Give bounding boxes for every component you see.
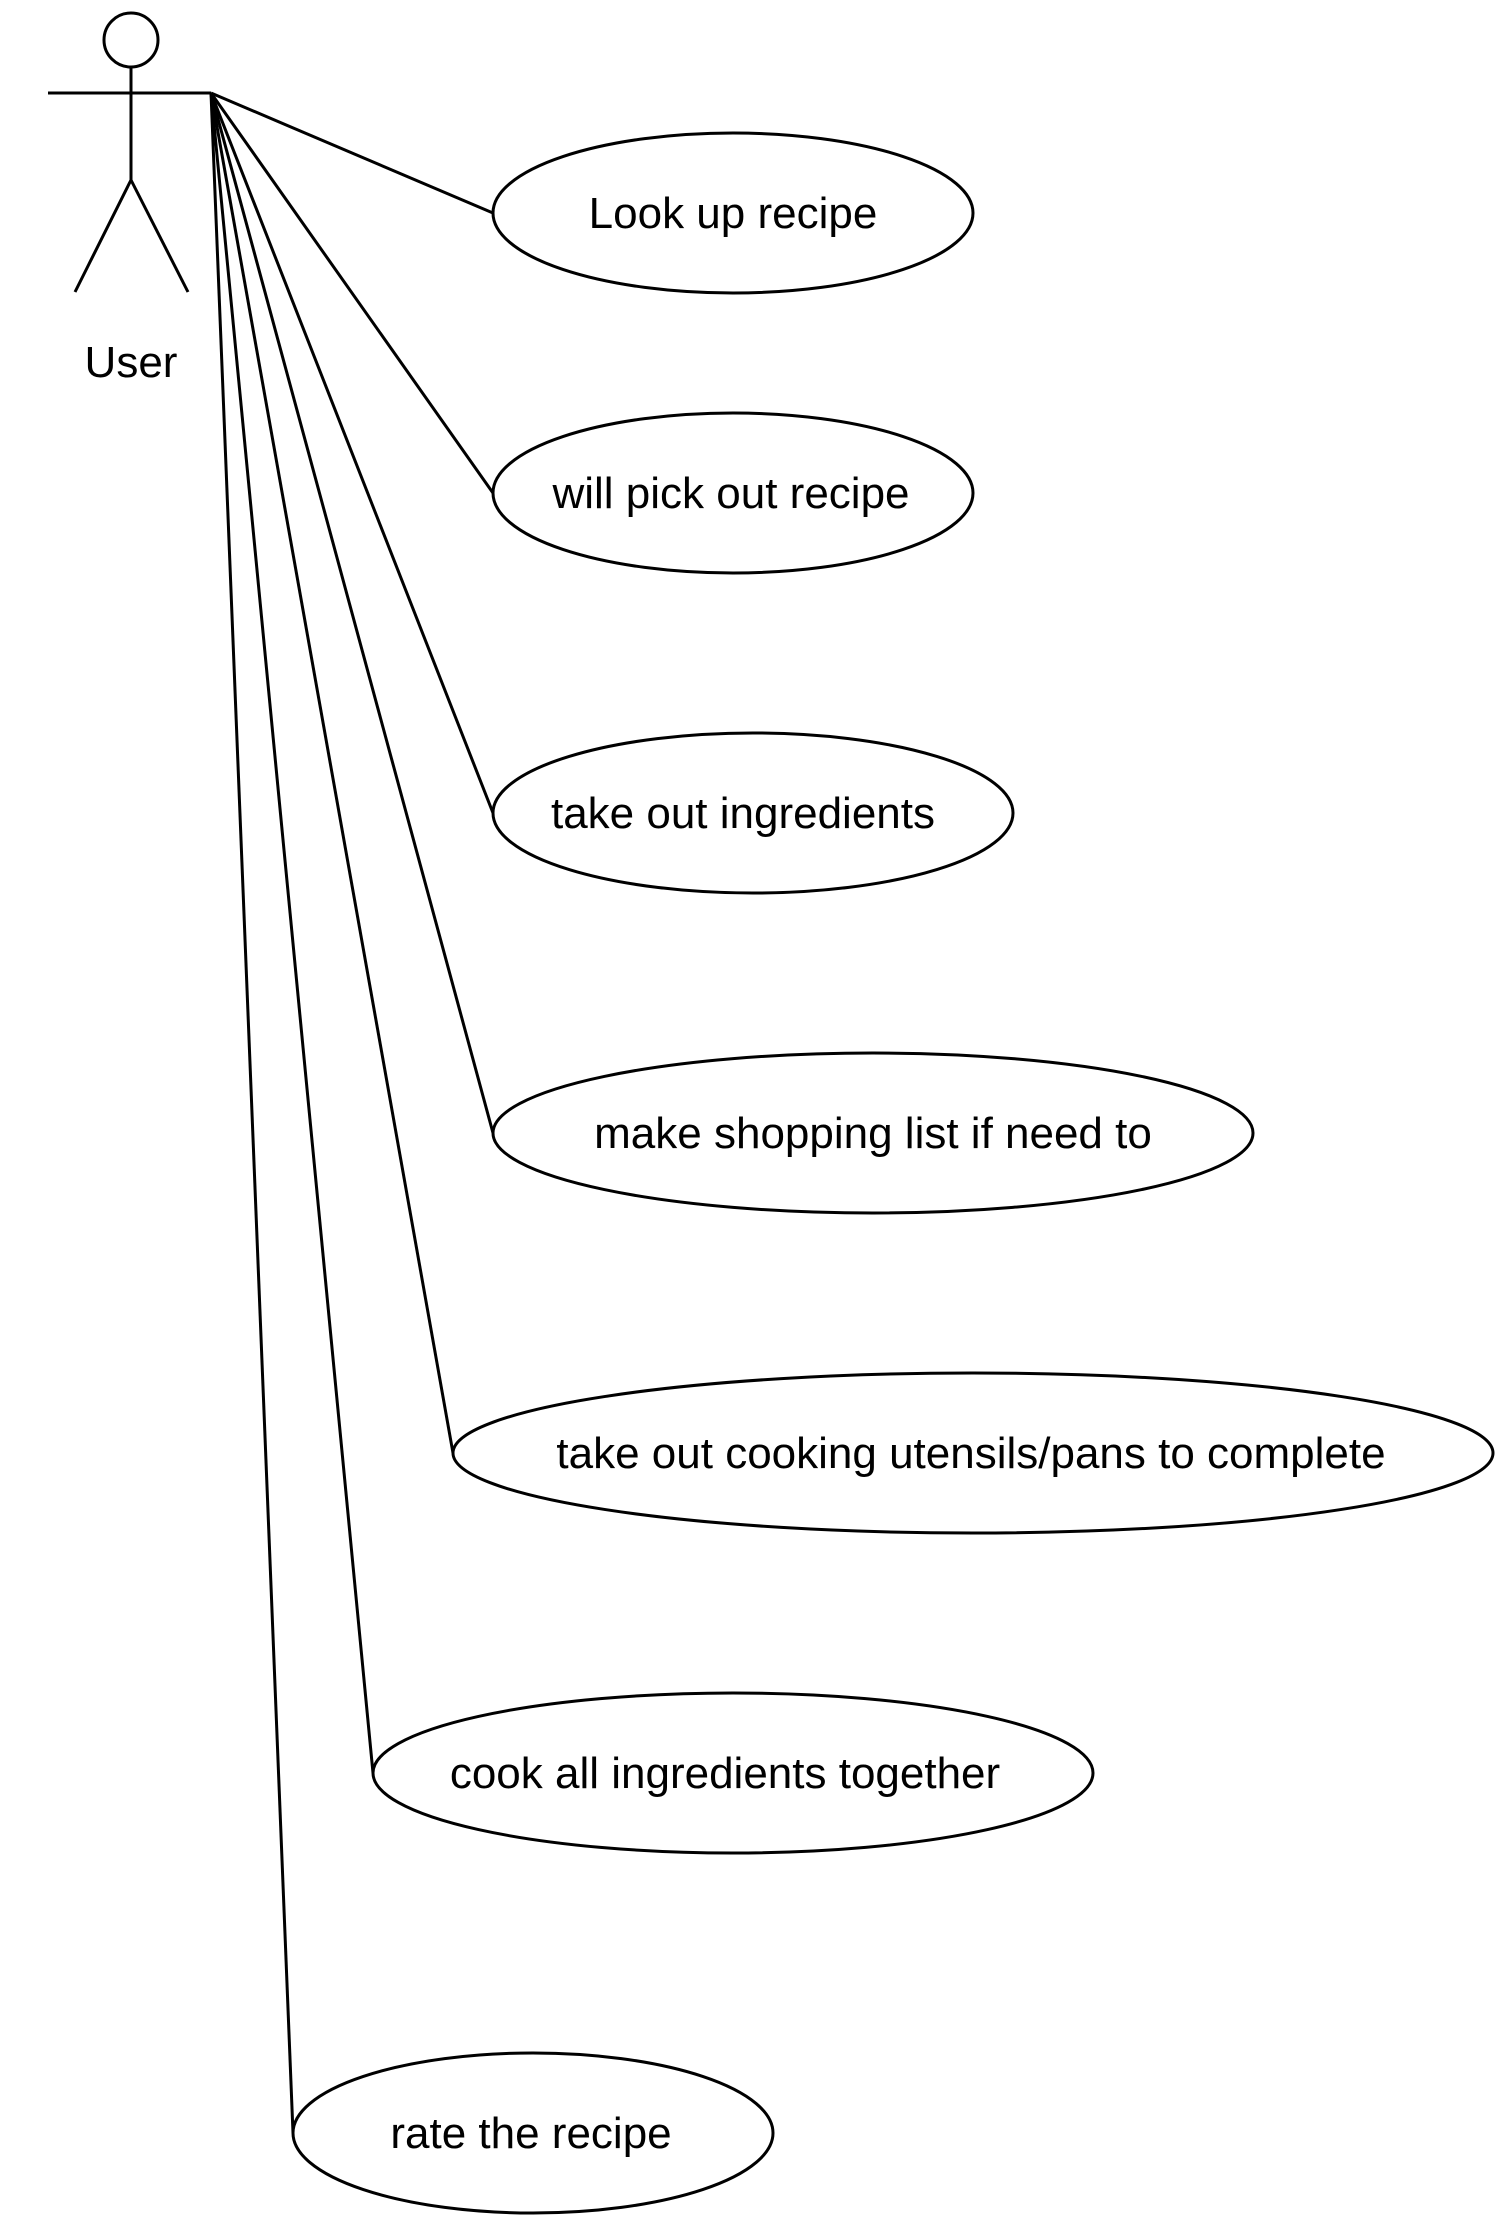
use-case-label: Look up recipe xyxy=(589,189,878,238)
association-line xyxy=(209,92,495,814)
use-case-ellipse xyxy=(491,1051,1255,1215)
use-case-ellipse xyxy=(491,411,975,575)
use-cases: Look up recipe will pick out recipe take… xyxy=(291,131,1495,2215)
association-line xyxy=(209,92,495,494)
use-case-ellipse xyxy=(491,131,975,295)
associations xyxy=(209,91,495,2134)
use-case-label: rate the recipe xyxy=(390,2109,671,2158)
actor-label: User xyxy=(85,338,178,387)
actor-left-leg xyxy=(73,179,133,293)
use-case-ellipse xyxy=(371,1691,1095,1855)
association-line xyxy=(210,91,494,215)
use-case-ellipse xyxy=(451,1371,1495,1535)
use-case-label: will pick out recipe xyxy=(551,469,909,518)
actor-user[interactable]: User xyxy=(48,11,211,387)
actor-right-leg xyxy=(129,179,190,293)
use-case-cook-ingredients[interactable]: cook all ingredients together xyxy=(371,1691,1095,1855)
use-case-take-out-ingredients[interactable]: take out ingredients xyxy=(491,731,1015,895)
association-line xyxy=(209,92,455,1454)
use-case-rate-recipe[interactable]: rate the recipe xyxy=(291,2051,775,2215)
use-case-label: make shopping list if need to xyxy=(594,1109,1152,1158)
use-case-label: cook all ingredients together xyxy=(450,1749,1000,1798)
use-case-pick-out-recipe[interactable]: will pick out recipe xyxy=(491,411,975,575)
use-case-look-up-recipe[interactable]: Look up recipe xyxy=(491,131,975,295)
association-line xyxy=(209,92,295,2134)
association-line xyxy=(209,92,495,1134)
use-case-ellipse xyxy=(291,2051,775,2215)
use-case-label: take out cooking utensils/pans to comple… xyxy=(556,1429,1385,1478)
use-case-label: take out ingredients xyxy=(551,789,935,838)
actor-head xyxy=(102,11,160,69)
use-case-make-shopping-list[interactable]: make shopping list if need to xyxy=(491,1051,1255,1215)
use-case-ellipse xyxy=(491,731,1015,895)
use-case-take-out-utensils[interactable]: take out cooking utensils/pans to comple… xyxy=(451,1371,1495,1535)
association-line xyxy=(209,92,375,1774)
